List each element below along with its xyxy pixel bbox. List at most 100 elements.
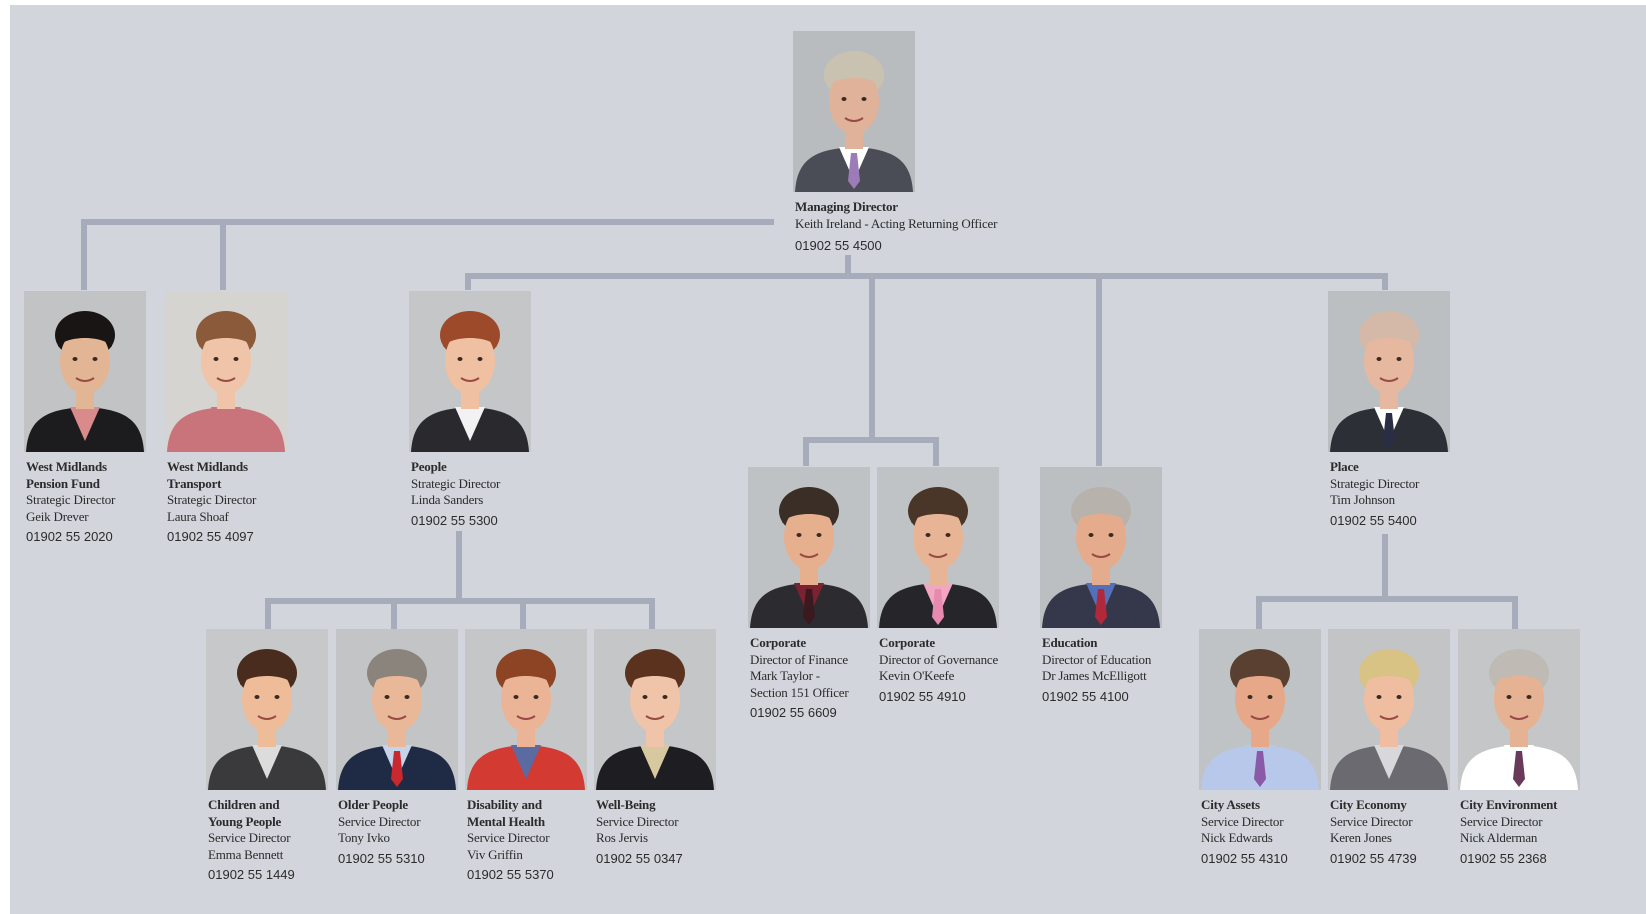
org-chart: Managing Director Keith Ireland - Acting… xyxy=(10,5,1646,914)
portrait-face xyxy=(201,328,251,394)
portrait-fringe xyxy=(58,327,112,347)
portrait-face xyxy=(445,328,495,394)
card-phone: 01902 55 5300 xyxy=(411,512,498,528)
portrait-left-eye xyxy=(1088,533,1094,537)
portrait-smile xyxy=(1091,553,1111,558)
portrait-illustration xyxy=(1458,629,1580,790)
card-role: Strategic Director xyxy=(411,475,501,491)
card-disability-mental-health: Disability and Mental Health Service Dir… xyxy=(465,629,587,882)
card-role: Service Director xyxy=(467,830,550,845)
card-title: Place xyxy=(1330,459,1359,474)
portrait-fringe xyxy=(827,67,881,87)
portrait-illustration xyxy=(1040,467,1162,628)
card-title: Managing Director xyxy=(795,199,898,214)
portrait-tie xyxy=(1095,589,1107,625)
card-people: People Strategic Director Linda Sanders … xyxy=(409,291,531,528)
portrait-left-eye xyxy=(384,695,390,699)
card-phone: 01902 55 5370 xyxy=(467,867,554,882)
card-title: West Midlands Pension Fund xyxy=(26,459,107,491)
portrait-tie xyxy=(932,589,944,625)
card-name: Mark Taylor - xyxy=(750,668,820,683)
portrait-left-eye xyxy=(642,695,648,699)
card-role: Keith Ireland - Acting Returning Officer xyxy=(795,215,998,231)
card-role: Strategic Director xyxy=(26,492,116,507)
portrait-right-eye xyxy=(1526,695,1532,699)
connector-md-main xyxy=(465,255,1388,290)
portrait-photo xyxy=(24,291,146,452)
portrait-face xyxy=(913,504,963,570)
portrait-face xyxy=(242,666,292,732)
portrait-face xyxy=(630,666,680,732)
card-role: Director of Finance xyxy=(750,651,848,667)
card-title: City Environment xyxy=(1460,797,1558,812)
connector-people xyxy=(265,531,655,629)
portrait-collar xyxy=(70,407,100,441)
portrait-photo xyxy=(465,629,587,790)
portrait-illustration xyxy=(1199,629,1321,790)
portrait-tie xyxy=(848,153,860,189)
portrait-collar xyxy=(211,407,241,441)
portrait-photo xyxy=(1458,629,1580,790)
portrait-photo xyxy=(1328,629,1450,790)
portrait-fringe xyxy=(1492,665,1546,685)
card-name: Nick Alderman xyxy=(1460,830,1538,845)
portrait-smile xyxy=(844,117,864,122)
portrait-right-eye xyxy=(477,357,483,361)
portrait-collar xyxy=(1374,745,1404,779)
portrait-tie xyxy=(391,751,403,787)
card-role: Strategic Director xyxy=(1330,475,1420,491)
portrait-fringe xyxy=(1362,327,1416,347)
card-title: City Assets xyxy=(1201,797,1260,812)
portrait-face xyxy=(1364,666,1414,732)
card-phone: 01902 55 4910 xyxy=(879,688,966,704)
portrait-fringe xyxy=(628,665,682,685)
portrait-face xyxy=(1494,666,1544,732)
portrait-illustration xyxy=(165,291,287,452)
portrait-left-eye xyxy=(213,357,219,361)
card-role: Director of Education xyxy=(1042,651,1152,667)
portrait-smile xyxy=(1379,715,1399,720)
card-city-economy: City Economy Service Director Keren Jone… xyxy=(1328,629,1450,866)
portrait-smile xyxy=(645,715,665,720)
portrait-left-eye xyxy=(1247,695,1253,699)
portrait-left-eye xyxy=(796,533,802,537)
portrait-right-eye xyxy=(404,695,410,699)
portrait-smile xyxy=(516,715,536,720)
portrait-photo xyxy=(594,629,716,790)
portrait-photo xyxy=(1328,291,1450,452)
portrait-left-eye xyxy=(457,357,463,361)
card-title: Well-Being xyxy=(596,797,656,812)
portrait-tie xyxy=(1254,751,1266,787)
card-phone: 01902 55 4739 xyxy=(1330,850,1417,866)
portrait-illustration xyxy=(793,31,915,192)
card-extra: Section 151 Officer xyxy=(750,684,849,700)
card-west-midlands-transport: West Midlands Transport Strategic Direct… xyxy=(165,291,287,544)
card-phone: 01902 55 4100 xyxy=(1042,688,1129,704)
portrait-photo xyxy=(1040,467,1162,628)
portrait-photo xyxy=(206,629,328,790)
portrait-photo xyxy=(336,629,458,790)
card-role: Service Director xyxy=(208,830,291,845)
portrait-right-eye xyxy=(816,533,822,537)
portrait-photo xyxy=(409,291,531,452)
card-name: Kevin O'Keefe xyxy=(879,668,955,683)
portrait-smile xyxy=(460,377,480,382)
portrait-illustration xyxy=(1328,629,1450,790)
connector-place xyxy=(1256,534,1518,629)
portrait-left-eye xyxy=(1506,695,1512,699)
card-name: Emma Bennett xyxy=(208,846,284,862)
card-role: Service Director xyxy=(1201,813,1284,829)
portrait-fringe xyxy=(1233,665,1287,685)
portrait-face xyxy=(829,68,879,134)
portrait-face xyxy=(1364,328,1414,394)
portrait-collar xyxy=(511,745,541,779)
portrait-smile xyxy=(387,715,407,720)
portrait-smile xyxy=(257,715,277,720)
portrait-fringe xyxy=(1074,503,1128,523)
portrait-right-eye xyxy=(1267,695,1273,699)
portrait-left-eye xyxy=(1376,695,1382,699)
card-role: Strategic Director xyxy=(167,492,257,507)
portrait-left-eye xyxy=(841,97,847,101)
portrait-smile xyxy=(1250,715,1270,720)
card-name: Tony Ivko xyxy=(338,830,390,845)
